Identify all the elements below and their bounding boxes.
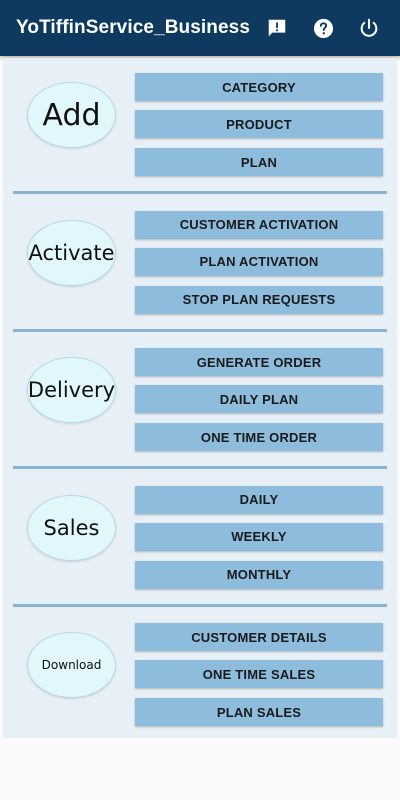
section-label-sales: Sales <box>27 494 116 561</box>
monthly-sales-button[interactable]: MONTHLY <box>135 560 383 589</box>
power-icon[interactable] <box>346 8 392 48</box>
app-title: YoTiffinService_Business <box>16 17 251 38</box>
help-icon[interactable] <box>300 8 346 48</box>
menu-panel: Add CATEGORY PRODUCT PLAN Activate CUSTO… <box>3 58 397 738</box>
one-time-sales-button[interactable]: ONE TIME SALES <box>135 660 383 688</box>
section-divider <box>13 191 387 194</box>
section-divider <box>13 466 387 469</box>
section-activate: Activate CUSTOMER ACTIVATION PLAN ACTIVA… <box>3 196 397 334</box>
section-divider <box>13 603 387 607</box>
one-time-order-button[interactable]: ONE TIME ORDER <box>135 423 383 451</box>
daily-plan-button[interactable]: DAILY PLAN <box>135 385 383 413</box>
generate-order-button[interactable]: GENERATE ORDER <box>135 348 383 376</box>
section-label-download: Download <box>27 632 116 698</box>
app-bar: YoTiffinService_Business <box>0 0 400 56</box>
plan-sales-button[interactable]: PLAN SALES <box>135 698 383 726</box>
plan-activation-button[interactable]: PLAN ACTIVATION <box>135 247 383 276</box>
plan-button[interactable]: PLAN <box>135 148 383 176</box>
category-button[interactable]: CATEGORY <box>135 73 383 101</box>
daily-sales-button[interactable]: DAILY <box>135 485 383 514</box>
section-label-add: Add <box>27 82 116 148</box>
section-download: Download CUSTOMER DETAILS ONE TIME SALES… <box>3 608 397 746</box>
customer-details-button[interactable]: CUSTOMER DETAILS <box>135 623 383 651</box>
section-delivery: Delivery GENERATE ORDER DAILY PLAN ONE T… <box>3 333 397 471</box>
section-divider <box>13 328 387 332</box>
stop-plan-requests-button[interactable]: STOP PLAN REQUESTS <box>135 285 383 314</box>
weekly-sales-button[interactable]: WEEKLY <box>135 522 383 551</box>
product-button[interactable]: PRODUCT <box>135 110 383 138</box>
section-sales: Sales DAILY WEEKLY MONTHLY <box>3 471 397 609</box>
app-bar-actions <box>254 8 392 48</box>
customer-activation-button[interactable]: CUSTOMER ACTIVATION <box>135 210 383 239</box>
section-add: Add CATEGORY PRODUCT PLAN <box>3 58 397 196</box>
section-label-delivery: Delivery <box>27 357 116 423</box>
section-label-activate: Activate <box>27 219 116 286</box>
feedback-icon[interactable] <box>254 8 300 48</box>
